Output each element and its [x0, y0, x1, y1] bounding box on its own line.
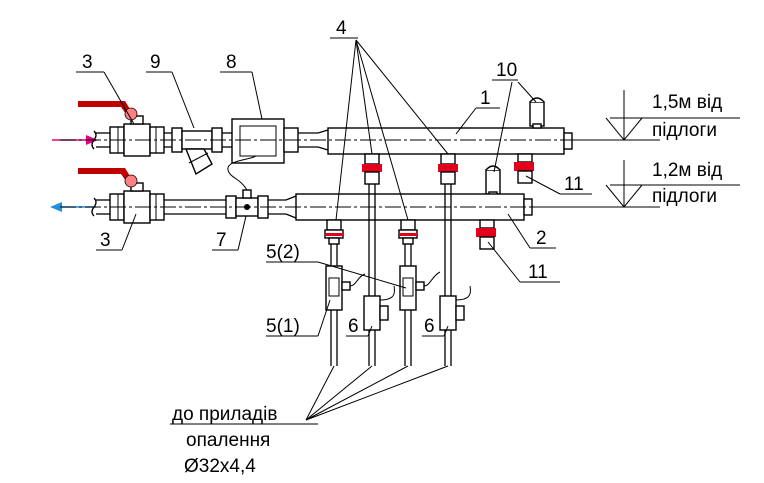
flow-meter-1 — [325, 265, 366, 311]
caption-line1: до приладів — [172, 404, 277, 425]
supply-height-line1: 1,5м від — [652, 92, 722, 113]
strainer-filter — [171, 127, 223, 176]
valve-knob — [124, 107, 138, 121]
label-3-bottom: 3 — [100, 230, 111, 251]
height-labels: 1,5м від підлоги 1,2м від підлоги — [652, 92, 722, 207]
part-numbers: 3 9 8 4 10 1 11 2 11 3 7 5(2) 5(1) 6 6 — [82, 18, 584, 337]
ball-valve-return — [78, 168, 165, 224]
return-outlet-2 — [398, 219, 418, 245]
supply-outlet-1 — [362, 153, 382, 185]
leader-lines — [76, 37, 592, 425]
label-5-1: 5(1) — [266, 316, 300, 337]
supply-height-line2: підлоги — [652, 120, 717, 141]
label-3-top: 3 — [82, 52, 93, 73]
actuator-valve-2 — [439, 285, 471, 331]
label-1: 1 — [480, 88, 491, 109]
ball-valve-supply — [78, 101, 165, 157]
return-height-line1: 1,2м від — [652, 160, 722, 181]
label-2: 2 — [536, 228, 547, 249]
caption: до приладів опалення Ø32х4,4 — [172, 404, 277, 477]
label-7: 7 — [216, 230, 227, 251]
label-4: 4 — [336, 18, 347, 39]
label-6-right: 6 — [424, 316, 435, 337]
return-outlet-1 — [324, 219, 344, 245]
actuator-valve-1 — [363, 285, 395, 331]
label-11-top: 11 — [564, 174, 584, 195]
return-height-line2: підлоги — [652, 186, 717, 207]
return-line — [50, 155, 600, 250]
label-10: 10 — [496, 60, 517, 81]
height-marks — [532, 90, 740, 208]
air-vent-supply — [529, 97, 545, 129]
label-6-left: 6 — [348, 316, 359, 337]
caption-line2: опалення — [186, 430, 270, 451]
drain-valve-supply — [514, 153, 534, 184]
drain-valve-return — [476, 219, 496, 250]
supply-manifold — [327, 127, 565, 155]
label-8: 8 — [226, 52, 237, 73]
return-arrow-head — [50, 202, 62, 212]
supply-line — [52, 97, 600, 197]
valve-handle — [78, 101, 133, 117]
label-9: 9 — [150, 52, 161, 73]
temperature-sensor — [225, 155, 269, 219]
supply-outlet-2 — [438, 153, 458, 185]
caption-line3: Ø32х4,4 — [184, 456, 256, 477]
heat-meter — [231, 118, 299, 164]
label-11-bottom: 11 — [528, 262, 548, 283]
label-5-2: 5(2) — [266, 242, 300, 263]
air-vent-return — [485, 165, 501, 197]
